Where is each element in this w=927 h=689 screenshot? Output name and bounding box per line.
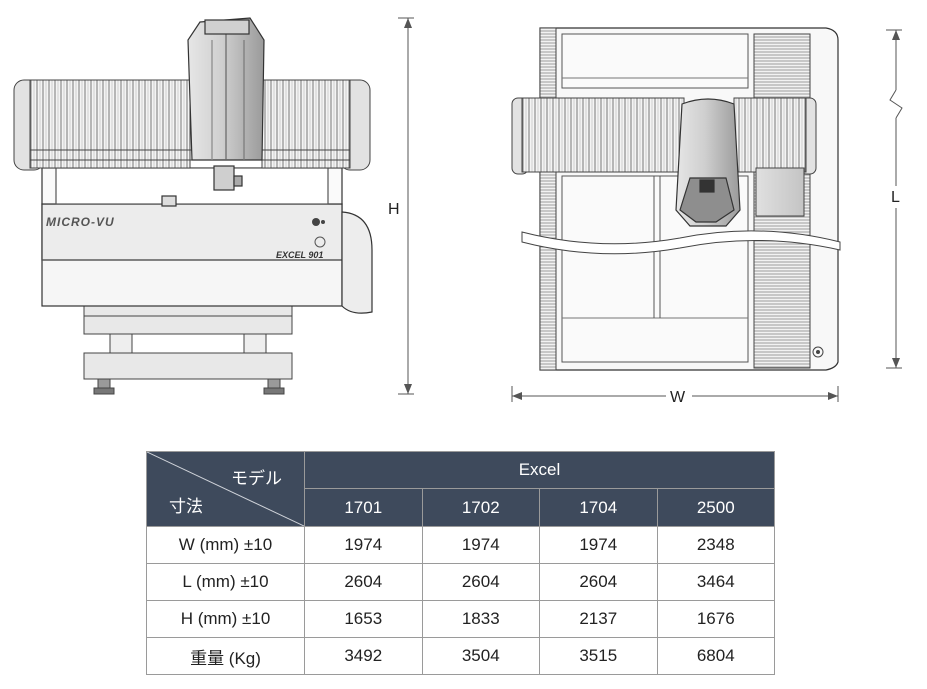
table-cell: 2604 [539,563,658,601]
table-cell: 1676 [656,600,775,638]
row-label: 重量 (Kg) [146,637,305,675]
height-dimension [398,17,414,395]
row-label: H (mm) ±10 [146,600,305,638]
corner-model-label: モデル [231,469,282,488]
table-cell: 3504 [421,637,540,675]
side-cover [341,211,373,314]
table-cell: 6804 [656,637,775,675]
table-cell: 2604 [421,563,540,601]
top-view: L W [511,27,908,406]
model-header: 1701 [304,488,423,527]
table-cell: 2137 [539,600,658,638]
power-button-icon [314,236,326,248]
machine-feet [83,305,293,395]
model-header: 1704 [539,488,658,527]
length-label: L [891,189,900,206]
model-header: 1702 [421,488,540,527]
group-header: Excel [304,451,775,489]
brand-logo: MICRO-VU [46,215,115,229]
row-label: W (mm) ±10 [146,526,305,564]
table-cell: 2348 [656,526,775,564]
table-cell: 1974 [421,526,540,564]
length-dimension [886,29,903,369]
table-cell: 1974 [304,526,423,564]
machine-body [41,167,343,307]
table-cell: 1653 [304,600,423,638]
machine-drawings: MICRO-VU EXCEL 901 [13,17,908,406]
width-label: W [670,389,686,406]
table-row: L (mm) ±10 2604 2604 2604 3464 [146,563,775,601]
table-header-row: モデル 寸法 Excel [146,451,775,527]
power-indicator [312,218,320,226]
table-row: 重量 (Kg) 3492 3504 3515 6804 [146,637,775,675]
spec-table: モデル 寸法 Excel 1701 1702 1704 2500 W (mm) … [146,451,775,675]
corner-dimension-label: 寸法 [169,497,203,516]
height-label: H [388,201,400,218]
break-line [521,230,841,255]
table-row: H (mm) ±10 1653 1833 2137 1676 [146,600,775,638]
optical-head [187,17,265,191]
front-view: MICRO-VU EXCEL 901 [13,17,414,395]
gantry-bellows-top [511,97,817,175]
table-cell: 1974 [539,526,658,564]
model-header-row: 1701 1702 1704 2500 [147,488,775,527]
corner-header: モデル 寸法 [146,451,305,527]
table-row: W (mm) ±10 1974 1974 1974 2348 [146,526,775,564]
table-cell: 2604 [304,563,423,601]
table-cell: 3492 [304,637,423,675]
table-cell: 1833 [421,600,540,638]
row-label: L (mm) ±10 [146,563,305,601]
diagonal-divider [147,452,304,526]
side-box [755,167,805,217]
corner-knob [812,346,824,358]
gantry-bellows [13,79,371,171]
table-cell: 3464 [656,563,775,601]
model-header: 2500 [656,488,775,527]
optical-head-top [675,98,741,227]
table-cell: 3515 [539,637,658,675]
model-label: EXCEL 901 [276,250,323,260]
